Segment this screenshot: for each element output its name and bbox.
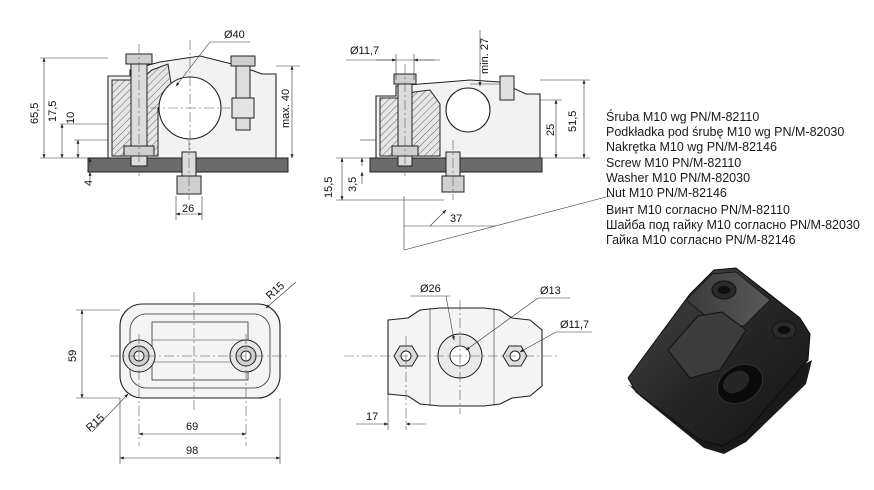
front-section-view: Ø40 65,5 17,5 10 4 max. 40 26 [29,29,300,220]
dim-d13: Ø13 [540,285,561,297]
top-outline [119,303,281,399]
note-5: Washer M10 PN/M-82030 [606,171,750,185]
dim-25: 25 [545,124,557,136]
dim-min-27: min. 27 [479,38,491,74]
plan-view: Ø26 Ø13 Ø11,7 17 [344,283,592,430]
dim-r15-bottom: R15 [84,412,107,434]
dim-d26: Ø26 [420,283,441,295]
dim-r15-top: R15 [264,280,287,302]
note-4: Screw M10 PN/M-82110 [606,156,741,170]
note-6: Nut M10 PN/M-82146 [606,186,727,200]
note-8: Шайба под гайку М10 согласно PN/M-82030 [606,218,860,232]
dim-10: 10 [65,112,77,124]
dim-3-5: 3,5 [347,177,359,192]
dim-59: 59 [67,350,79,362]
dim-51-5: 51,5 [567,111,579,132]
dim-26: 26 [182,203,194,215]
dim-65-5: 65,5 [29,103,41,124]
note-3: Nakrętka M10 wg PN/M-82146 [606,140,777,154]
dim-max-40: max. 40 [280,89,292,128]
dim-17-5: 17,5 [47,101,59,122]
dim-37: 37 [450,213,462,225]
clamp-3d-render [627,267,812,454]
front-nut-right [231,97,255,119]
dim-4: 4 [83,180,95,186]
dim-98: 98 [186,445,198,457]
top-view: R15 R15 59 69 98 [67,280,297,464]
front-bolt-right [235,59,251,131]
note-1: Śruba M10 wg PN/M-82110 [606,109,759,124]
render-saddle [667,311,747,379]
fastener-notes: Śruba M10 wg PN/M-82110 Podkładka pod śr… [606,109,860,247]
note-2: Podkładka pod śrubę M10 wg PN/M-82030 [606,125,844,139]
dim-d40: Ø40 [224,29,245,41]
note-7: Винт М10 согласно PN/M-82110 [606,203,790,217]
note-9: Гайка М10 согласно PN/M-82146 [606,233,796,247]
dim-d11-7-plan: Ø11,7 [560,319,589,331]
dim-69: 69 [186,421,198,433]
front-bolt-head-right [230,55,256,67]
dim-d11-7-side: Ø11,7 [350,45,379,57]
dim-17: 17 [366,411,378,423]
side-section-view: Ø11,7 min. 27 25 51,5 15,5 3,5 37 [323,30,611,251]
side-bolt-right [499,75,515,101]
side-bore-circle [445,87,491,133]
dim-15-5: 15,5 [323,177,335,198]
